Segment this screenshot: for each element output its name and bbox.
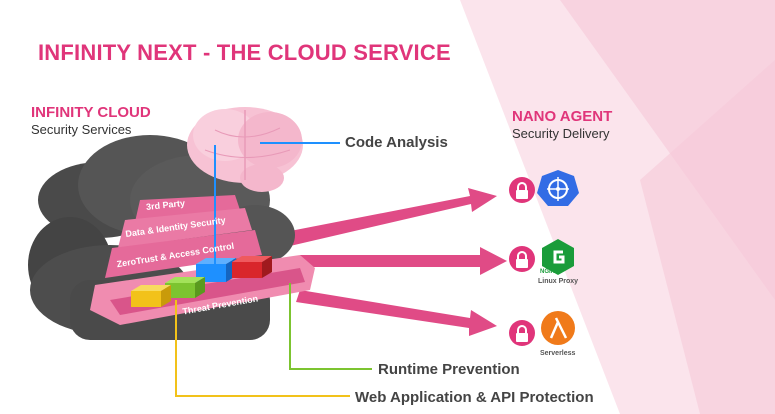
infinity-cloud-subtitle: Security Services	[31, 122, 132, 137]
code-analysis-label: Code Analysis	[345, 134, 448, 151]
lambda-icon	[541, 311, 575, 345]
delivery-arrows	[285, 188, 507, 336]
yellow-cube	[131, 291, 161, 307]
lock-icon	[509, 246, 535, 272]
web-app-api-label: Web Application & API Protection	[355, 389, 594, 406]
green-cube	[165, 283, 195, 298]
red-cube	[232, 262, 262, 278]
infinity-cloud-title: INFINITY CLOUD	[31, 104, 151, 121]
nano-agent-subtitle: Security Delivery	[512, 126, 610, 141]
nginx-logo-text: NGINX	[540, 269, 560, 275]
kubernetes-icon	[537, 170, 579, 206]
connector-lines	[175, 142, 372, 397]
lock-icon	[509, 320, 535, 346]
linux-proxy-label: Linux Proxy	[538, 278, 579, 285]
lock-icon	[509, 177, 535, 203]
runtime-prevention-label: Runtime Prevention	[378, 361, 520, 378]
serverless-label: Serverless	[540, 350, 576, 357]
cubes	[131, 256, 272, 307]
nano-agent-title: NANO AGENT	[512, 108, 613, 125]
nginx-icon	[542, 239, 574, 275]
page-title: INFINITY NEXT - THE CLOUD SERVICE	[38, 40, 451, 65]
